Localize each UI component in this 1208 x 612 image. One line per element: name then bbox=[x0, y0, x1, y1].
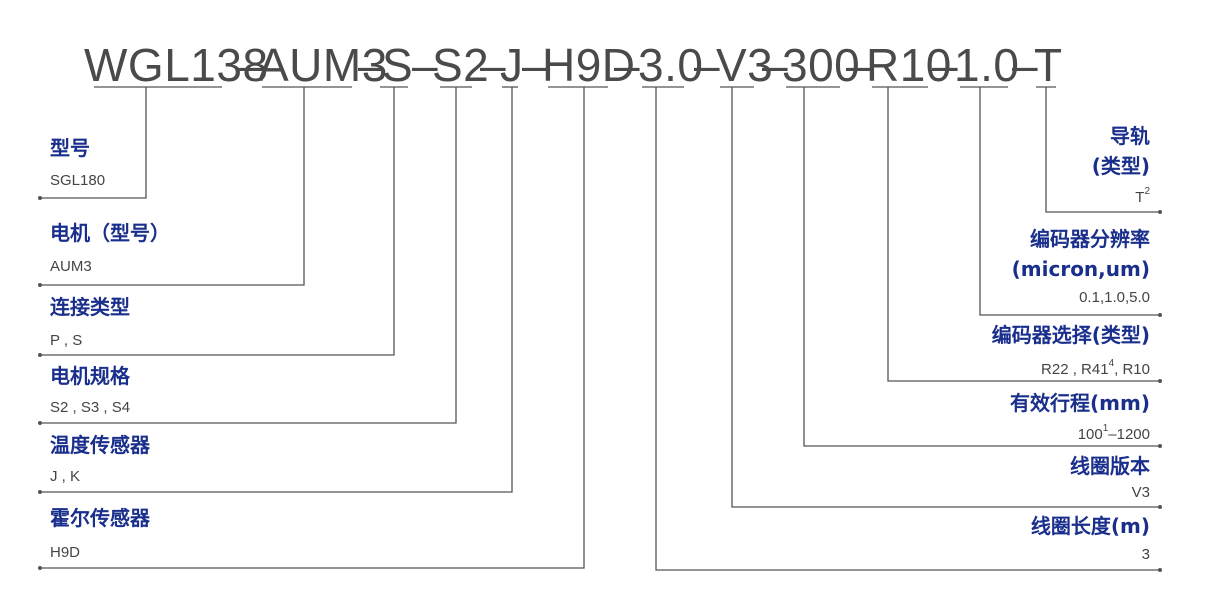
code-separator: – bbox=[932, 39, 959, 91]
label-motor-spec: 电机规格 bbox=[50, 364, 130, 388]
label-encoder: 编码器选择(类型) bbox=[991, 323, 1150, 347]
label-stroke: 有效行程(mm) bbox=[1010, 391, 1150, 415]
connector-encoder bbox=[887, 87, 1160, 382]
label-hall-sensor: 霍尔传感器 bbox=[50, 506, 150, 530]
code-separator: – bbox=[522, 39, 549, 91]
endpoint-dot bbox=[1158, 444, 1162, 448]
endpoint-dot bbox=[38, 566, 42, 570]
code-segment-coil-version: V3 bbox=[716, 39, 774, 91]
code-separator: – bbox=[238, 39, 265, 91]
code-segment-model: WGL138 bbox=[84, 39, 269, 91]
value-coil-length: 3 bbox=[1141, 546, 1150, 563]
label-resolution: 编码器分辨率 bbox=[1030, 227, 1150, 251]
value-resolution: 0.1,1.0,5.0 bbox=[1079, 289, 1150, 306]
endpoint-dot bbox=[38, 353, 42, 357]
code-separator: – bbox=[480, 39, 507, 91]
value-coil-version: V3 bbox=[1131, 484, 1150, 501]
value-stroke: 1001–1200 bbox=[1077, 423, 1150, 443]
connector-motor bbox=[40, 87, 305, 286]
value-temp-sensor: J , K bbox=[50, 468, 81, 485]
endpoint-dot bbox=[1158, 505, 1162, 509]
connector-temp-sensor bbox=[40, 87, 513, 493]
connector-model bbox=[40, 87, 147, 199]
label-coil-length: 线圈长度(m) bbox=[1030, 514, 1150, 538]
value-encoder: R22 , R414, R10 bbox=[1041, 358, 1150, 378]
connector-coil-version bbox=[731, 87, 1160, 508]
code-separator: – bbox=[614, 39, 641, 91]
label-coil-version: 线圈版本 bbox=[1070, 454, 1150, 478]
endpoint-dot bbox=[1158, 379, 1162, 383]
code-segment-encoder: R10 bbox=[866, 39, 952, 91]
value-hall-sensor: H9D bbox=[50, 544, 81, 561]
code-segment-connection: S bbox=[382, 39, 414, 91]
code-segment-stroke: 300 bbox=[782, 39, 861, 91]
endpoint-dot bbox=[38, 196, 42, 200]
value-motor-spec: S2 , S3 , S4 bbox=[50, 399, 131, 416]
connector-coil-length bbox=[655, 87, 1160, 571]
endpoint-dot bbox=[1158, 210, 1162, 214]
code-separator: – bbox=[694, 39, 721, 91]
label-resolution-unit: (micron,um) bbox=[1011, 257, 1150, 281]
code-segment-resolution: 1.0 bbox=[954, 39, 1020, 91]
connector-hall-sensor bbox=[40, 87, 585, 569]
endpoint-dot bbox=[38, 283, 42, 287]
code-segment-coil-length: 3.0 bbox=[638, 39, 704, 91]
code-segment-hall-sensor: H9D bbox=[542, 39, 636, 91]
connector-stroke bbox=[803, 87, 1160, 447]
label-guide: 导轨 bbox=[1110, 124, 1150, 148]
code-segment-motor: AUM3 bbox=[258, 39, 388, 91]
code-separator: – bbox=[1012, 39, 1039, 91]
label-model: 型号 bbox=[50, 136, 90, 160]
label-motor: 电机（型号） bbox=[50, 221, 170, 245]
code-separator: – bbox=[358, 39, 385, 91]
value-guide: T2 bbox=[1135, 186, 1150, 206]
code-separator: – bbox=[762, 39, 789, 91]
value-connection: P , S bbox=[50, 332, 83, 349]
endpoint-dot bbox=[38, 421, 42, 425]
endpoint-dot bbox=[38, 490, 42, 494]
code-segment-motor-spec: S2 bbox=[432, 39, 490, 91]
label-connection: 连接类型 bbox=[50, 295, 130, 319]
value-model: SGL180 bbox=[50, 172, 106, 189]
endpoint-dot bbox=[1158, 313, 1162, 317]
code-separator: – bbox=[412, 39, 439, 91]
value-motor: AUM3 bbox=[50, 258, 92, 275]
code-segment-temp-sensor: J bbox=[500, 39, 524, 91]
connector-guide bbox=[1045, 87, 1160, 213]
code-segment-guide: T bbox=[1034, 39, 1063, 91]
connector-resolution bbox=[979, 87, 1160, 316]
endpoint-dot bbox=[1158, 568, 1162, 572]
label-guide-type: (类型) bbox=[1091, 154, 1150, 178]
label-temp-sensor: 温度传感器 bbox=[50, 433, 150, 457]
connector-connection bbox=[40, 87, 395, 356]
connector-motor-spec bbox=[40, 87, 457, 424]
code-separator: – bbox=[846, 39, 873, 91]
